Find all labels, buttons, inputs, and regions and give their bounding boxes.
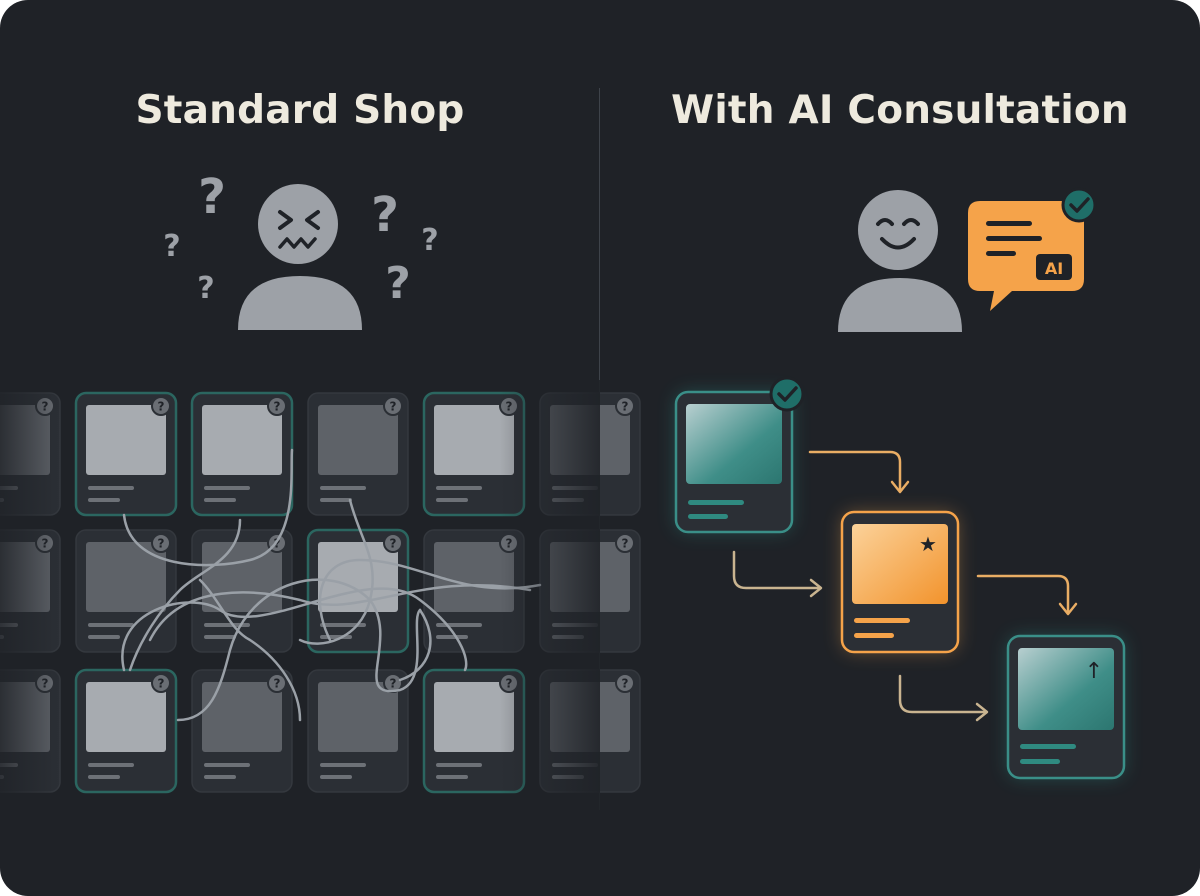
product-card: ? [307,669,409,793]
ai-consultation-title: With AI Consultation [671,88,1129,133]
recommended-product-card-2 [840,510,960,654]
tangled-paths [121,448,542,722]
product-card: ? [74,668,178,794]
question-mark-icon: ? [385,258,411,309]
question-mark-icon: ? [158,400,165,414]
question-mark-icon: ? [622,400,629,414]
question-mark-icon: ? [390,537,397,551]
check-badge-icon [1061,187,1097,223]
question-mark-icon: ? [274,677,281,691]
standard-shop-title: Standard Shop [135,88,465,133]
recommended-product-card-3 [1006,634,1126,780]
product-card: ? [191,669,293,793]
question-mark-icon: ? [390,677,397,691]
check-badge-icon [769,376,805,412]
question-badge-icon [383,533,403,553]
question-badge-icon [267,673,287,693]
product-card: ? [74,391,178,517]
question-mark-icon: ? [163,229,180,264]
question-badge-icon [151,673,171,693]
question-badge-icon [151,533,171,553]
question-mark-icon: ? [158,677,165,691]
question-mark-icon: ? [158,537,165,551]
question-badge-icon [615,396,635,416]
product-card: ? [307,392,409,516]
question-mark-icon: ? [371,187,399,243]
arrow-up-icon: ↑ [1085,659,1103,684]
question-mark-icon: ? [198,169,226,225]
question-marks: ?????? [163,169,438,309]
product-card: ? [75,529,177,653]
ai-badge-label: AI [1045,259,1063,278]
happy-person-icon [838,190,962,332]
recommended-product-card-1 [674,376,805,534]
flow-arrows [732,450,1078,722]
question-mark-icon: ? [197,271,214,306]
product-card: ? [190,391,294,517]
question-mark-icon: ? [421,223,438,258]
question-badge-icon [267,396,287,416]
ai-chat-bubble-icon [968,201,1084,311]
question-mark-icon: ? [274,537,281,551]
question-mark-icon: ? [622,537,629,551]
question-badge-icon [615,533,635,553]
question-mark-icon: ? [274,400,281,414]
product-card: ? [422,668,526,794]
question-mark-icon: ? [390,400,397,414]
question-badge-icon [151,396,171,416]
star-icon: ★ [919,532,937,556]
confused-person-icon [238,184,362,330]
question-mark-icon: ? [622,677,629,691]
question-badge-icon [383,396,403,416]
question-badge-icon [615,673,635,693]
